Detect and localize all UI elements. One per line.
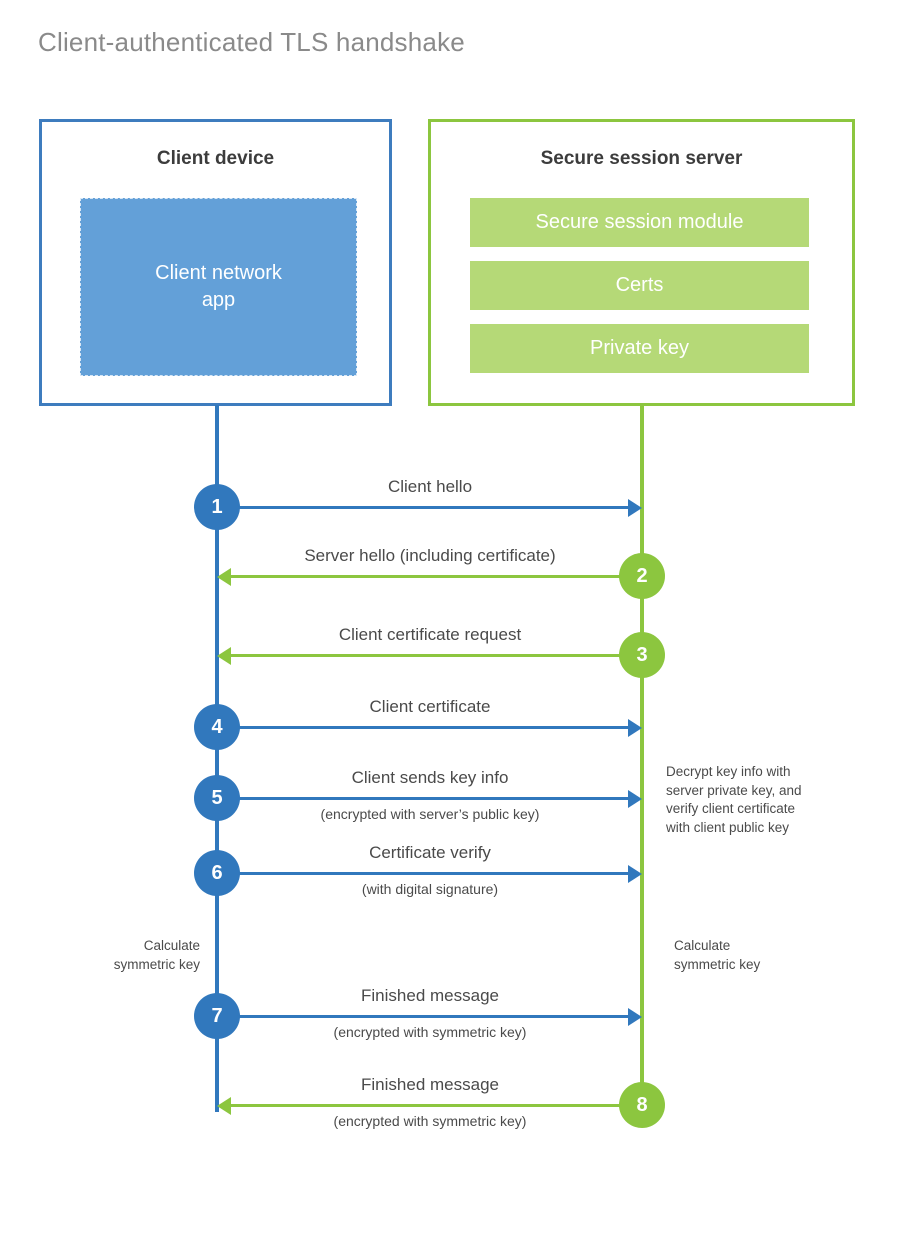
step-number-badge: 8 bbox=[619, 1082, 665, 1128]
message-arrow-line bbox=[217, 1015, 632, 1018]
client-device-box: Client device Client network app bbox=[39, 119, 392, 406]
message-arrow-line bbox=[225, 1104, 642, 1107]
server-decrypt-note: Decrypt key info with server private key… bbox=[666, 764, 802, 835]
secure-session-server-box: Secure session server Secure session mod… bbox=[428, 119, 855, 406]
message-label: Client certificate request bbox=[338, 625, 522, 644]
message-arrow-line bbox=[217, 506, 632, 509]
secure-session-server-title: Secure session server bbox=[540, 148, 743, 169]
step-number-badge: 6 bbox=[194, 850, 240, 896]
arrowhead-right-icon bbox=[628, 719, 642, 737]
server-bar-certs: Certs bbox=[470, 261, 809, 310]
message-label: Client sends key info bbox=[351, 768, 509, 787]
arrowhead-left-icon bbox=[217, 647, 231, 665]
step-number-badge: 5 bbox=[194, 775, 240, 821]
message-sublabel: (encrypted with server’s public key) bbox=[320, 806, 540, 822]
server-bar-secure-session-module: Secure session module bbox=[470, 198, 809, 247]
client-calculate-symmetric-key-note: Calculate symmetric key bbox=[113, 938, 200, 972]
arrowhead-left-icon bbox=[217, 1097, 231, 1115]
step-number-badge: 7 bbox=[194, 993, 240, 1039]
message-label: Certificate verify bbox=[369, 843, 491, 862]
client-network-app-block: Client network app bbox=[80, 198, 357, 376]
server-bar-private-key: Private key bbox=[470, 324, 809, 373]
arrowhead-right-icon bbox=[628, 865, 642, 883]
page-title: Client-authenticated TLS handshake bbox=[38, 27, 465, 57]
message-arrow-line bbox=[225, 654, 642, 657]
message-arrow-line bbox=[217, 872, 632, 875]
client-lifeline bbox=[215, 405, 219, 1112]
message-sublabel: (with digital signature) bbox=[361, 881, 499, 897]
message-label: Server hello (including certificate) bbox=[304, 546, 556, 565]
arrowhead-right-icon bbox=[628, 790, 642, 808]
message-label: Client certificate bbox=[369, 697, 491, 716]
client-device-title: Client device bbox=[156, 148, 275, 169]
arrowhead-left-icon bbox=[217, 568, 231, 586]
message-arrow-line bbox=[217, 797, 632, 800]
arrowhead-right-icon bbox=[628, 499, 642, 517]
server-lifeline bbox=[640, 405, 644, 1105]
step-number-badge: 2 bbox=[619, 553, 665, 599]
message-sublabel: (encrypted with symmetric key) bbox=[333, 1113, 527, 1129]
server-calculate-symmetric-key-note: Calculate symmetric key bbox=[674, 938, 761, 972]
message-label: Finished message bbox=[361, 986, 499, 1005]
message-label: Finished message bbox=[361, 1075, 499, 1094]
step-number-badge: 3 bbox=[619, 632, 665, 678]
arrowhead-right-icon bbox=[628, 1008, 642, 1026]
message-arrow-line bbox=[225, 575, 642, 578]
step-number-badge: 1 bbox=[194, 484, 240, 530]
step-number-badge: 4 bbox=[194, 704, 240, 750]
message-label: Client hello bbox=[387, 477, 473, 496]
message-arrow-line bbox=[217, 726, 632, 729]
message-sublabel: (encrypted with symmetric key) bbox=[333, 1024, 527, 1040]
